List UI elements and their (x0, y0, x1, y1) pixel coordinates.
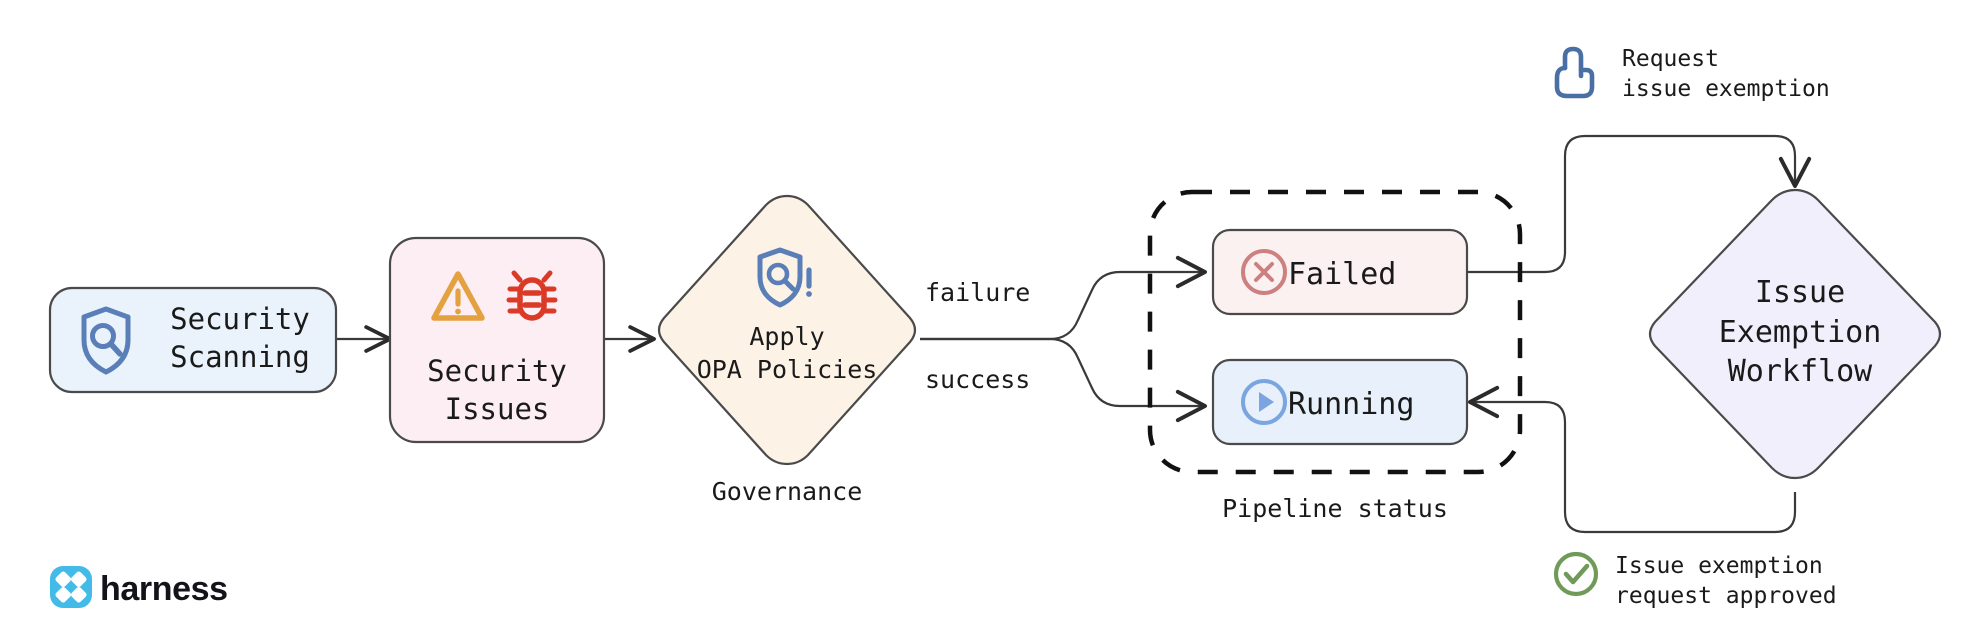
edge-opa-to-running (920, 337, 1208, 423)
shield-search-icon (81, 306, 131, 375)
pipeline-status-caption: Pipeline status (1222, 494, 1448, 523)
x-circle-icon (1241, 249, 1287, 295)
node-security-scanning[interactable] (48, 286, 338, 394)
harness-logo-icon (50, 566, 92, 608)
click-hand-icon (1554, 46, 1595, 99)
edge-label-failure: failure (925, 278, 1031, 307)
node-security-issues[interactable] (388, 236, 606, 444)
governance-caption: Governance (711, 477, 863, 506)
edge-exemption-workflow-to-running (1467, 385, 1797, 534)
node-running[interactable] (1211, 358, 1469, 446)
warning-triangle-icon (431, 271, 485, 321)
annotation-request-approved-text: Issue exemption request approved (1615, 553, 1837, 610)
bug-icon (506, 270, 558, 321)
edge-opa-to-failed (920, 255, 1208, 341)
shield-policy-alert-icon (757, 247, 812, 308)
node-failed[interactable] (1211, 228, 1469, 316)
annotation-request-exemption-text: Request issue exemption (1622, 46, 1830, 103)
check-circle-icon (1553, 551, 1599, 597)
harness-wordmark: harness (100, 570, 228, 608)
node-apply-opa-policies[interactable] (657, 194, 917, 466)
edge-failed-to-exemption-workflow (1467, 134, 1812, 274)
node-issue-exemption-workflow[interactable] (1648, 188, 1942, 480)
play-circle-icon (1241, 379, 1287, 425)
edge-label-success: success (925, 365, 1031, 394)
